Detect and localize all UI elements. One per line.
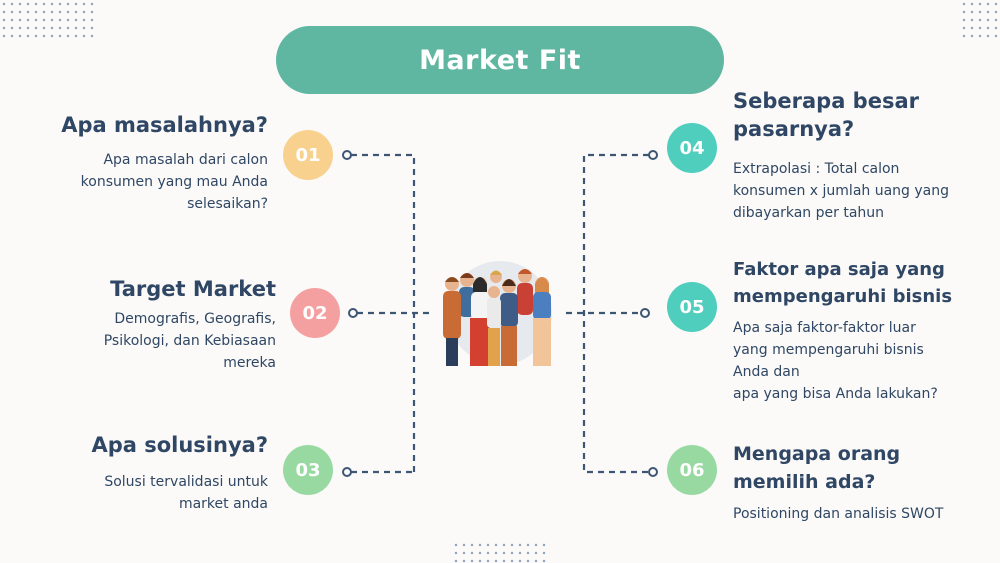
connector-node-02 xyxy=(348,308,358,318)
page-title: Market Fit xyxy=(419,44,581,76)
dot-pattern-top-left xyxy=(0,0,96,40)
item-02-heading: Target Market xyxy=(110,277,276,301)
item-03-heading: Apa solusinya? xyxy=(91,433,268,457)
connector-node-04 xyxy=(648,150,658,160)
badge-number: 02 xyxy=(302,302,328,324)
connector-node-03 xyxy=(342,467,352,477)
badge-06: 06 xyxy=(667,445,717,495)
badge-03: 03 xyxy=(283,445,333,495)
connector-node-06 xyxy=(648,467,658,477)
badge-number: 01 xyxy=(295,144,321,166)
connector-04 xyxy=(582,153,649,474)
item-02-description: Demografis, Geografis,Psikologi, dan Keb… xyxy=(103,311,276,371)
item-01-heading: Apa masalahnya? xyxy=(61,113,268,137)
connector-node-01 xyxy=(342,150,352,160)
badge-number: 04 xyxy=(679,137,705,159)
badge-05: 05 xyxy=(667,282,717,332)
group-of-people-illustration xyxy=(443,261,552,366)
badge-04: 04 xyxy=(667,123,717,173)
badge-number: 06 xyxy=(679,459,705,481)
title-banner: Market Fit xyxy=(276,26,724,94)
badge-02: 02 xyxy=(290,288,340,338)
item-06-description: Positioning dan analisis SWOT xyxy=(733,506,944,522)
connector-node-05 xyxy=(640,308,650,318)
badge-01: 01 xyxy=(283,130,333,180)
badge-number: 05 xyxy=(679,296,705,318)
badge-number: 03 xyxy=(295,459,321,481)
dot-pattern-bottom xyxy=(452,541,548,563)
dot-pattern-top-right xyxy=(960,0,1000,40)
